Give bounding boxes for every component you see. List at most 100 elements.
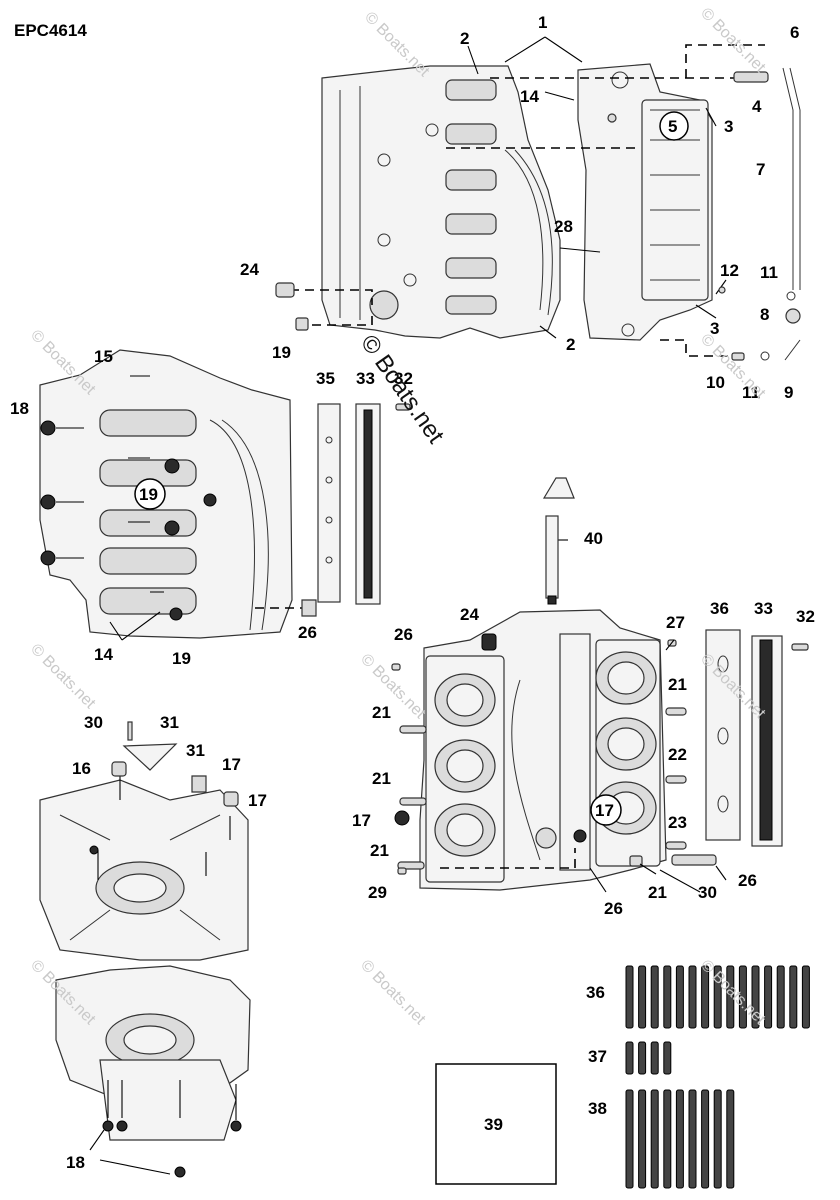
kit-35-rods (625, 965, 810, 1029)
rod-36-icon (625, 1041, 634, 1075)
block-top-callouts: 30 31 31 16 17 17 (72, 713, 267, 810)
svg-text:7: 7 (756, 160, 765, 179)
svg-text:26: 26 (394, 625, 413, 644)
sensor-23b-icon (671, 854, 717, 866)
rod-35-icon (663, 965, 672, 1029)
rod-35-icon (751, 965, 760, 1029)
svg-text:© Boats.net: © Boats.net (357, 651, 429, 723)
rod-36-icon (650, 1041, 659, 1075)
gasket-33b-icon (705, 629, 741, 841)
nut-18b-icon (102, 1120, 114, 1132)
svg-text:26: 26 (604, 899, 623, 918)
block-right-fasteners (391, 539, 727, 893)
bolt-28-icon (127, 721, 133, 741)
svg-text:© Boats.net: © Boats.net (697, 5, 769, 77)
svg-text:27: 27 (666, 613, 685, 632)
svg-text:21: 21 (372, 769, 391, 788)
rod-36-icon (663, 1041, 672, 1075)
rod-35-icon (650, 965, 659, 1029)
svg-text:21: 21 (648, 883, 667, 902)
svg-text:16: 16 (72, 759, 91, 778)
kit-callouts: 36 37 38 (586, 983, 607, 1118)
rod-35-icon (675, 965, 684, 1029)
svg-text:32: 32 (394, 369, 413, 388)
rod-35-icon (638, 965, 647, 1029)
svg-text:35: 35 (316, 369, 335, 388)
svg-text:24: 24 (460, 605, 479, 624)
svg-text:29: 29 (368, 883, 387, 902)
rod-37-icon (675, 1089, 684, 1189)
rod-35-icon (801, 965, 810, 1029)
svg-text:11: 11 (742, 383, 760, 402)
right-middle-callouts: 24 26 27 21 21 21 21 22 23 17 17 29 21 3… (352, 605, 757, 918)
bolt-14-icon (607, 113, 617, 123)
svg-text:21: 21 (668, 675, 687, 694)
svg-text:18: 18 (10, 399, 29, 418)
svg-text:33: 33 (754, 599, 773, 618)
svg-text:19: 19 (172, 649, 191, 668)
hose-7-icon (789, 67, 801, 290)
cylinder-block-side-left (39, 349, 317, 641)
svg-text:23: 23 (668, 813, 687, 832)
gasket-set-left: 35 33 32 (316, 369, 413, 605)
rod-35-icon (625, 965, 634, 1029)
svg-text:14: 14 (94, 645, 113, 664)
svg-text:17: 17 (352, 811, 371, 830)
svg-text:39: 39 (484, 1115, 503, 1134)
svg-text:15: 15 (94, 347, 113, 366)
fitting-24-icon (301, 599, 317, 617)
fitting-16-icon (191, 775, 207, 793)
tube-and-cap: 40 (542, 477, 603, 605)
svg-text:4: 4 (752, 97, 762, 116)
sensor-22-icon (481, 633, 497, 651)
cylinder-block-front-right (419, 609, 667, 891)
svg-text:6: 6 (790, 23, 799, 42)
clamp-11-icon (786, 291, 796, 301)
svg-text:30: 30 (84, 713, 103, 732)
crankcase-block-left-top (321, 65, 561, 339)
svg-text:33: 33 (356, 369, 375, 388)
svg-text:21: 21 (372, 703, 391, 722)
svg-text:31: 31 (186, 741, 205, 760)
svg-text:36: 36 (586, 983, 605, 1002)
diagram-code: EPC4614 (14, 21, 87, 40)
svg-text:38: 38 (588, 1099, 607, 1118)
svg-text:37: 37 (588, 1047, 607, 1066)
top-assembly-leader-lines (290, 36, 765, 357)
kit-box-38: 39 (435, 1063, 557, 1185)
svg-text:3: 3 (710, 319, 719, 338)
svg-text:9: 9 (784, 383, 793, 402)
sensor-23-icon (275, 282, 295, 298)
svg-text:17: 17 (222, 755, 241, 774)
svg-text:8: 8 (760, 305, 769, 324)
rod-37-icon (726, 1089, 735, 1189)
nut-17b-icon (111, 761, 127, 777)
svg-text:19: 19 (272, 343, 291, 362)
gasket-set-right: 36 33 32 (705, 599, 815, 847)
nut-18-icon (40, 420, 56, 436)
crankcase-cover-right-top (577, 63, 713, 341)
fitting-10-icon (731, 352, 745, 361)
svg-text:18: 18 (66, 1153, 85, 1172)
svg-text:© Boats.net: © Boats.net (27, 641, 99, 713)
svg-text:28: 28 (554, 217, 573, 236)
rod-36-icon (638, 1041, 647, 1075)
svg-text:21: 21 (370, 841, 389, 860)
svg-text:10: 10 (706, 373, 725, 392)
rod-37-icon (663, 1089, 672, 1189)
svg-text:30: 30 (698, 883, 717, 902)
rod-35-icon (713, 965, 722, 1029)
elbow-9-icon (784, 339, 801, 361)
nut-17-icon (394, 810, 410, 826)
svg-text:2: 2 (460, 29, 469, 48)
rod-35-icon (701, 965, 710, 1029)
tube-39-icon (545, 515, 559, 599)
fitting-8-icon (785, 308, 801, 324)
svg-text:17: 17 (248, 791, 267, 810)
block-top-view (39, 721, 249, 961)
svg-text:26: 26 (738, 871, 757, 890)
kit-38-icon (435, 1063, 557, 1185)
bolt-31-icon (395, 403, 411, 411)
rod-37-icon (713, 1089, 722, 1189)
